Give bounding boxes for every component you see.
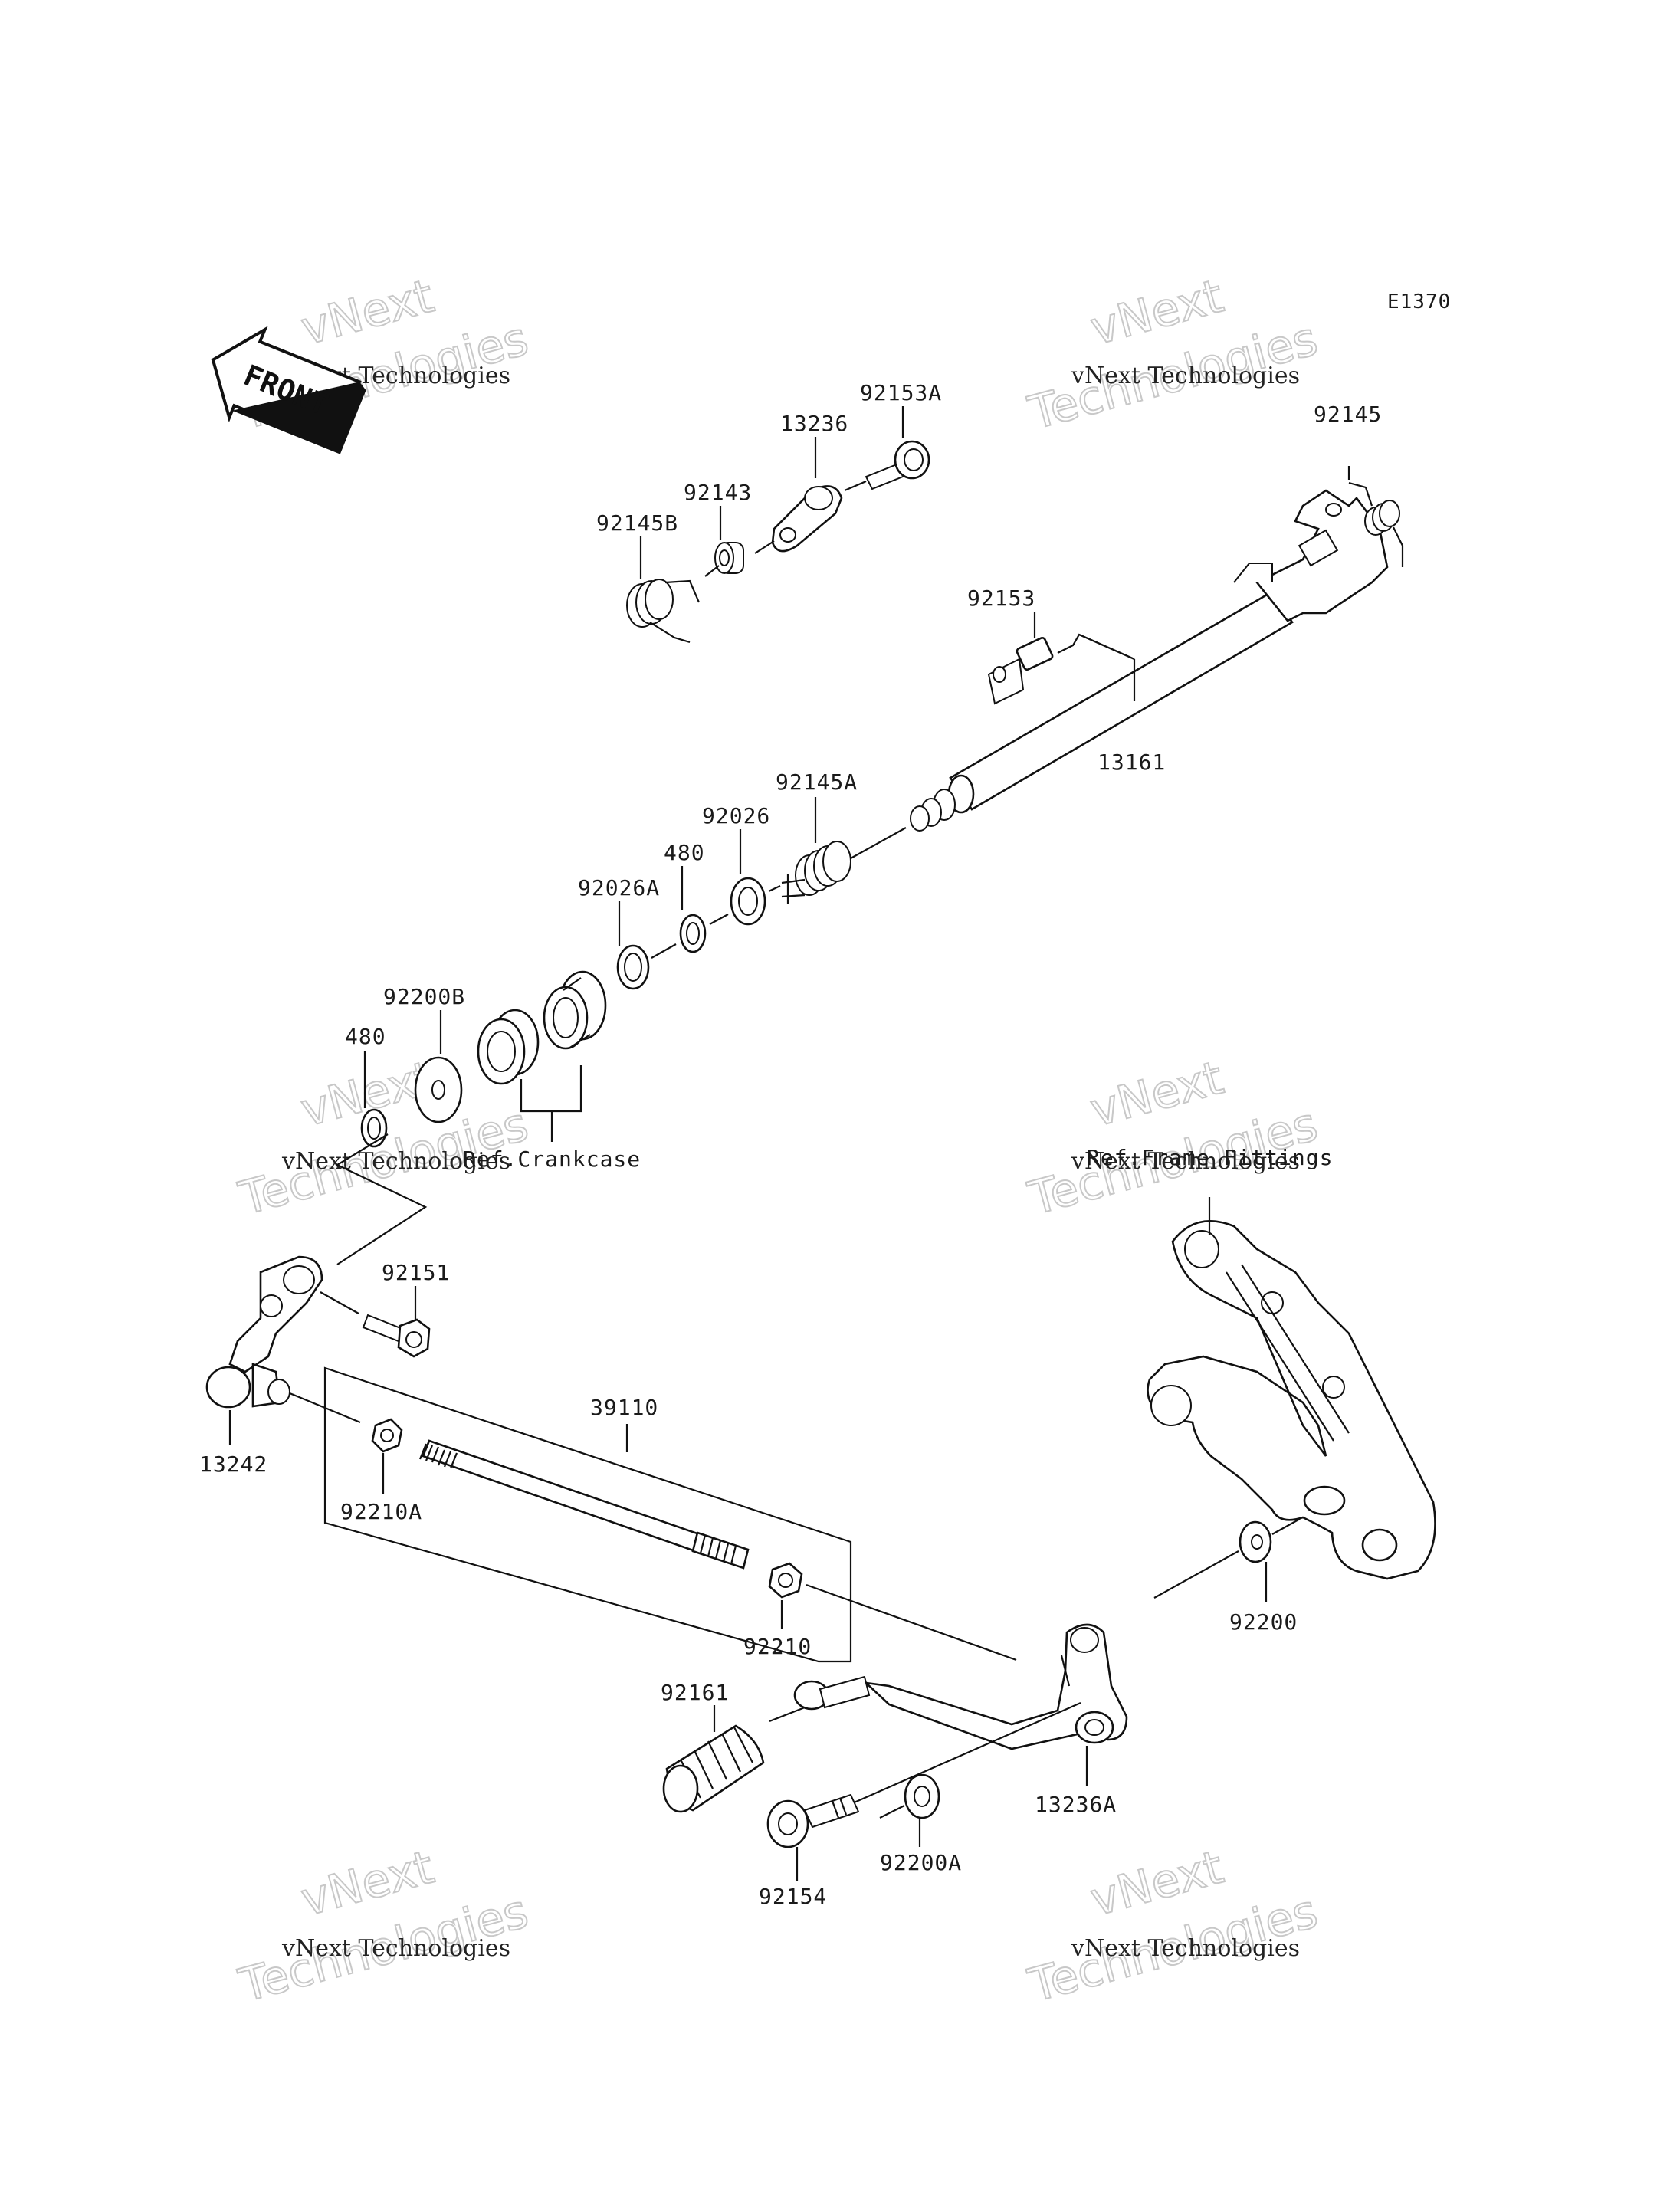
watermark-small: vNext Technologies	[281, 1148, 510, 1175]
frame-fitting-bracket	[1147, 1220, 1436, 1580]
bolt-92153	[987, 636, 1054, 705]
lever-13236	[771, 485, 843, 553]
bolt-92154	[766, 1793, 860, 1848]
washer-92200B	[414, 1056, 463, 1123]
collar-92143	[714, 542, 744, 574]
label-13161: 13161	[1098, 750, 1166, 775]
label-92026A: 92026A	[578, 875, 660, 900]
front-arrow-icon: FRONT	[211, 326, 366, 454]
circlip-480-lower	[360, 1108, 388, 1148]
washer-92026A	[616, 944, 650, 990]
label-92151: 92151	[382, 1260, 450, 1285]
ref-crankcase: Ref.Crankcase	[463, 1146, 641, 1172]
diagram-code: E1370	[1387, 290, 1451, 313]
label-13236A: 13236A	[1035, 1792, 1117, 1817]
oil-seal	[477, 1009, 540, 1085]
washer-92026	[730, 877, 766, 926]
label-92200B: 92200B	[383, 984, 465, 1009]
label-13242: 13242	[199, 1451, 267, 1477]
label-92143: 92143	[684, 480, 752, 505]
pedal-rubber-92161	[662, 1724, 765, 1813]
spring-92145	[1348, 481, 1404, 567]
shift-shaft-13161	[910, 489, 1389, 832]
label-92154: 92154	[759, 1884, 827, 1909]
washer-92200	[1239, 1520, 1272, 1563]
label-480-upper: 480	[664, 840, 705, 865]
watermark-small: vNext Technologies	[1071, 1148, 1300, 1175]
linkage-arm-13242	[205, 1255, 323, 1409]
needle-bearing	[543, 970, 607, 1050]
label-92153: 92153	[967, 586, 1035, 611]
label-92161: 92161	[661, 1680, 729, 1705]
label-92200A: 92200A	[880, 1850, 962, 1875]
label-92026: 92026	[702, 803, 770, 828]
label-92145A: 92145A	[776, 769, 858, 795]
watermark-small: vNext Technologies	[281, 1935, 510, 1962]
bolt-92151	[362, 1314, 431, 1358]
watermark-mid-right: vNext Technologies vNext Technologies	[1022, 1051, 1324, 1227]
watermark-small: vNext Technologies	[1071, 1935, 1300, 1962]
watermark-bottom-left: vNext Technologies vNext Technologies	[233, 1840, 534, 2014]
label-480-lower: 480	[345, 1024, 386, 1049]
label-13236: 13236	[780, 411, 848, 436]
washer-92200A	[904, 1773, 940, 1819]
watermark-top-right: vNext Technologies vNext Technologies	[1022, 269, 1324, 441]
nut-92210A	[371, 1418, 403, 1453]
spring-92145A	[781, 841, 851, 904]
label-92145B: 92145B	[596, 510, 678, 536]
label-92200: 92200	[1229, 1609, 1298, 1635]
watermark-small: vNext Technologies	[1071, 362, 1300, 389]
ref-frame-fittings: Ref.Frame Fittings	[1087, 1145, 1333, 1170]
label-92210A: 92210A	[340, 1499, 422, 1524]
shift-pedal-13236A	[863, 1623, 1128, 1750]
watermark-bottom-right: vNext Technologies vNext Technologies	[1022, 1840, 1324, 2014]
label-92145: 92145	[1314, 402, 1382, 427]
bolt-92153A	[865, 440, 930, 490]
nut-92210	[768, 1562, 803, 1599]
label-92153A: 92153A	[860, 380, 942, 405]
tie-rod-39110	[418, 1439, 750, 1570]
label-92210: 92210	[743, 1634, 812, 1659]
label-39110: 39110	[590, 1395, 658, 1420]
circlip-480-upper	[679, 914, 707, 953]
pedal-peg-92161	[793, 1675, 871, 1711]
spring-92145B	[626, 579, 701, 644]
